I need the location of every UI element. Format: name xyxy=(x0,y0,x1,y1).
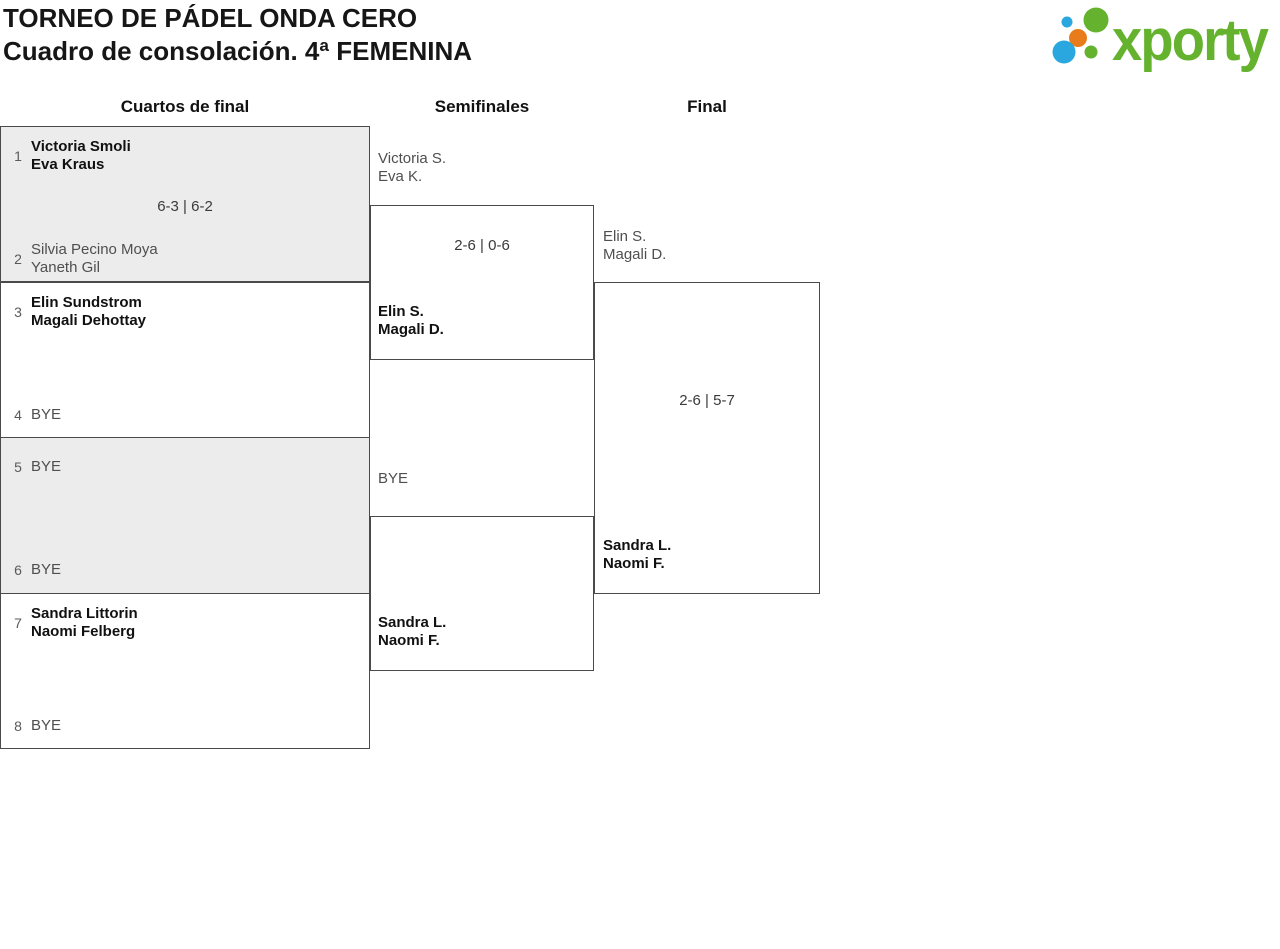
seed-number: 8 xyxy=(14,718,22,734)
team-line: BYE xyxy=(31,458,62,475)
team-names: Victoria S. Eva K. xyxy=(378,150,446,186)
team-line: Magali Dehottay xyxy=(31,312,147,329)
participant-slot: 8 BYE xyxy=(5,707,361,745)
participant-slot: 2 Silvia Pecino Moya Yaneth Gil xyxy=(5,240,361,278)
team-line: Eva Kraus xyxy=(31,156,105,173)
team-line: Magali D. xyxy=(603,246,667,263)
logo-dot-blue-large xyxy=(1052,40,1076,64)
team-names: Elin S. Magali D. xyxy=(603,228,666,264)
round-label-cuartos: Cuartos de final xyxy=(120,97,250,116)
round-label-semifinales: Semifinales xyxy=(434,97,530,116)
participant-slot: 1 Victoria Smoli Eva Kraus xyxy=(5,137,361,175)
team-line: Eva K. xyxy=(378,168,423,185)
match-score: 2-6 | 5-7 xyxy=(679,392,735,409)
participant-slot: Elin S. Magali D. xyxy=(378,302,591,340)
team-names: BYE xyxy=(378,470,408,488)
team-line: Naomi F. xyxy=(378,632,440,649)
team-names: Sandra L. Naomi F. xyxy=(378,614,446,650)
page-title: TORNEO DE PÁDEL ONDA CERO xyxy=(3,3,418,33)
match-semifinal-1: Victoria S. Eva K. 2-6 | 0-6 Elin S. Mag… xyxy=(370,150,594,360)
team-line: BYE xyxy=(31,561,62,578)
match-semifinal-2: BYE Sandra L. Naomi F. xyxy=(370,470,594,671)
match-quarterfinal-1: 1 Victoria Smoli Eva Kraus 6-3 | 6-2 2 S… xyxy=(0,126,370,282)
team-line: Elin S. xyxy=(603,228,647,245)
participant-slot: Sandra L. Naomi F. xyxy=(378,613,591,651)
seed-number: 1 xyxy=(14,148,22,164)
participant-slot: 5 BYE xyxy=(5,448,361,486)
logo-dot-blue-small xyxy=(1061,16,1073,28)
team-line: Naomi Felberg xyxy=(31,623,136,640)
participant-slot: 3 Elin Sundstrom Magali Dehottay xyxy=(5,293,361,331)
team-line: Sandra Littorin xyxy=(31,605,138,622)
match-final: Elin S. Magali D. 2-6 | 5-7 Sandra L. Na… xyxy=(594,228,820,594)
team-names: BYE xyxy=(31,458,61,476)
team-line: Elin S. xyxy=(378,303,424,320)
team-line: Sandra L. xyxy=(378,614,447,631)
team-line: BYE xyxy=(378,470,409,487)
team-line: Sandra L. xyxy=(603,537,672,554)
team-names: Elin Sundstrom Magali Dehottay xyxy=(31,294,146,330)
participant-slot: 7 Sandra Littorin Naomi Felberg xyxy=(5,604,361,642)
match-score: 6-3 | 6-2 xyxy=(157,198,213,215)
participant-slot: BYE xyxy=(378,460,591,498)
logo-dot-green-small xyxy=(1084,45,1098,59)
team-line: BYE xyxy=(31,717,62,734)
match-quarterfinal-2: 3 Elin Sundstrom Magali Dehottay 4 BYE xyxy=(0,282,370,438)
round-label-final: Final xyxy=(687,97,727,116)
match-score: 2-6 | 0-6 xyxy=(454,237,510,254)
participant-slot: Sandra L. Naomi F. xyxy=(603,536,817,574)
seed-number: 3 xyxy=(14,304,22,320)
page-subtitle: Cuadro de consolación. 4ª FEMENINA xyxy=(3,36,473,66)
participant-slot: Elin S. Magali D. xyxy=(603,227,817,265)
logo-wordmark: xporty xyxy=(1112,8,1269,73)
team-line: Yaneth Gil xyxy=(31,259,100,276)
seed-number: 5 xyxy=(14,459,22,475)
team-names: BYE xyxy=(31,406,61,424)
team-names: Silvia Pecino Moya Yaneth Gil xyxy=(31,241,158,277)
logo-dot-orange xyxy=(1069,29,1087,47)
xporty-logo[interactable]: xporty xyxy=(1045,0,1277,78)
logo-dot-green-large xyxy=(1083,7,1109,33)
team-line: Naomi F. xyxy=(603,555,665,572)
participant-slot: 4 BYE xyxy=(5,396,361,434)
team-line: Elin Sundstrom xyxy=(31,294,142,311)
team-names: Sandra Littorin Naomi Felberg xyxy=(31,605,138,641)
team-names: Sandra L. Naomi F. xyxy=(603,537,671,573)
team-line: BYE xyxy=(31,406,62,423)
team-names: Victoria Smoli Eva Kraus xyxy=(31,138,131,174)
team-line: Victoria Smoli xyxy=(31,138,131,155)
team-line: Victoria S. xyxy=(378,150,447,167)
participant-slot: 6 BYE xyxy=(5,551,361,589)
seed-number: 6 xyxy=(14,562,22,578)
seed-number: 7 xyxy=(14,615,22,631)
seed-number: 4 xyxy=(14,407,22,423)
match-quarterfinal-4: 7 Sandra Littorin Naomi Felberg 8 BYE xyxy=(0,593,370,749)
match-quarterfinal-3: 5 BYE 6 BYE xyxy=(0,437,370,594)
team-names: BYE xyxy=(31,717,61,735)
team-line: Silvia Pecino Moya xyxy=(31,241,158,258)
xporty-logo-graphic: xporty xyxy=(1052,7,1271,73)
participant-slot: Victoria S. Eva K. xyxy=(378,149,591,187)
seed-number: 2 xyxy=(14,251,22,267)
team-line: Magali D. xyxy=(378,321,444,338)
team-names: BYE xyxy=(31,561,61,579)
page-header: TORNEO DE PÁDEL ONDA CERO Cuadro de cons… xyxy=(3,2,472,68)
team-names: Elin S. Magali D. xyxy=(378,303,444,339)
